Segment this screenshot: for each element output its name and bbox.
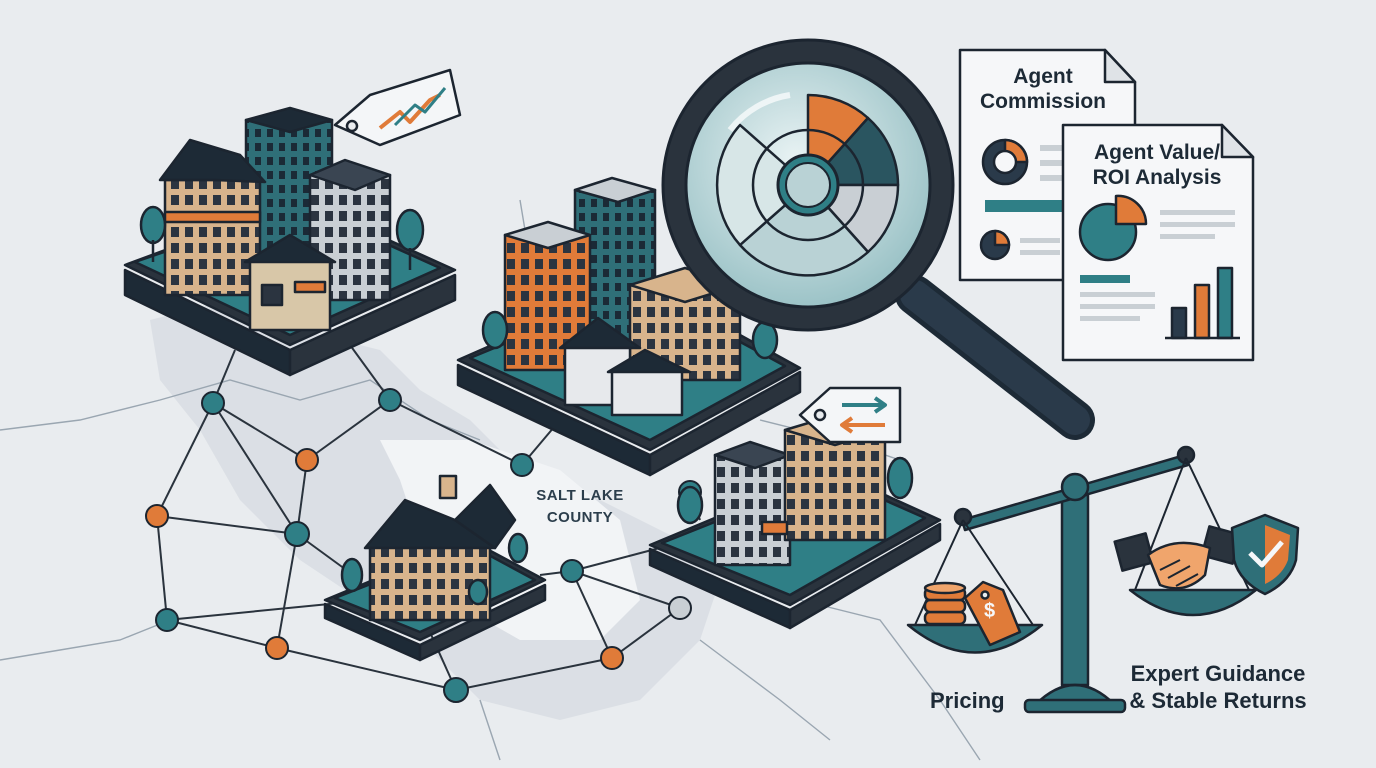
document-title-line2: ROI Analysis <box>1092 166 1222 189</box>
handshake-icon <box>1113 525 1242 590</box>
document-title-line1: Agent Value/ <box>1093 141 1221 164</box>
scale-right-label-line2: & Stable Returns <box>1129 688 1307 713</box>
building-cluster-northwest <box>123 106 457 377</box>
donut-chart-icon <box>981 138 1029 186</box>
shield-check-icon <box>1230 513 1300 596</box>
document-title-line2: Commission <box>979 90 1107 113</box>
map-county-label-line1: SALT LAKE <box>536 487 624 504</box>
scale-right-label: Expert Guidance & Stable Returns <box>1128 660 1308 714</box>
map-county-label: SALT LAKE COUNTY <box>520 485 640 529</box>
exchange-arrows-tag-icon <box>798 386 902 444</box>
network-nodes <box>145 388 702 703</box>
building-cluster-southeast <box>648 413 942 630</box>
price-tag-icon <box>963 580 1022 647</box>
balance-scale <box>906 445 1300 714</box>
document-title-commission: Agent Commission <box>968 64 1118 114</box>
map-county-label-line2: COUNTY <box>546 509 614 526</box>
scale-right-label-line1: Expert Guidance <box>1130 661 1306 686</box>
document-title-roi: Agent Value/ ROI Analysis <box>1070 140 1244 190</box>
magnifier-icon <box>661 38 1095 440</box>
pie-chart-icon <box>1078 194 1148 262</box>
bar-chart-icon <box>1165 266 1240 340</box>
price-tag-symbol: $ <box>984 600 996 622</box>
document-agent-value-roi <box>1061 123 1255 362</box>
trend-up-tag-icon <box>333 68 462 147</box>
document-title-line1: Agent <box>1013 65 1073 88</box>
scale-left-label: Pricing <box>930 688 1005 713</box>
pie-chart-icon <box>979 229 1011 261</box>
building-cluster-southwest <box>323 474 547 662</box>
coin-stack-icon <box>923 581 967 626</box>
